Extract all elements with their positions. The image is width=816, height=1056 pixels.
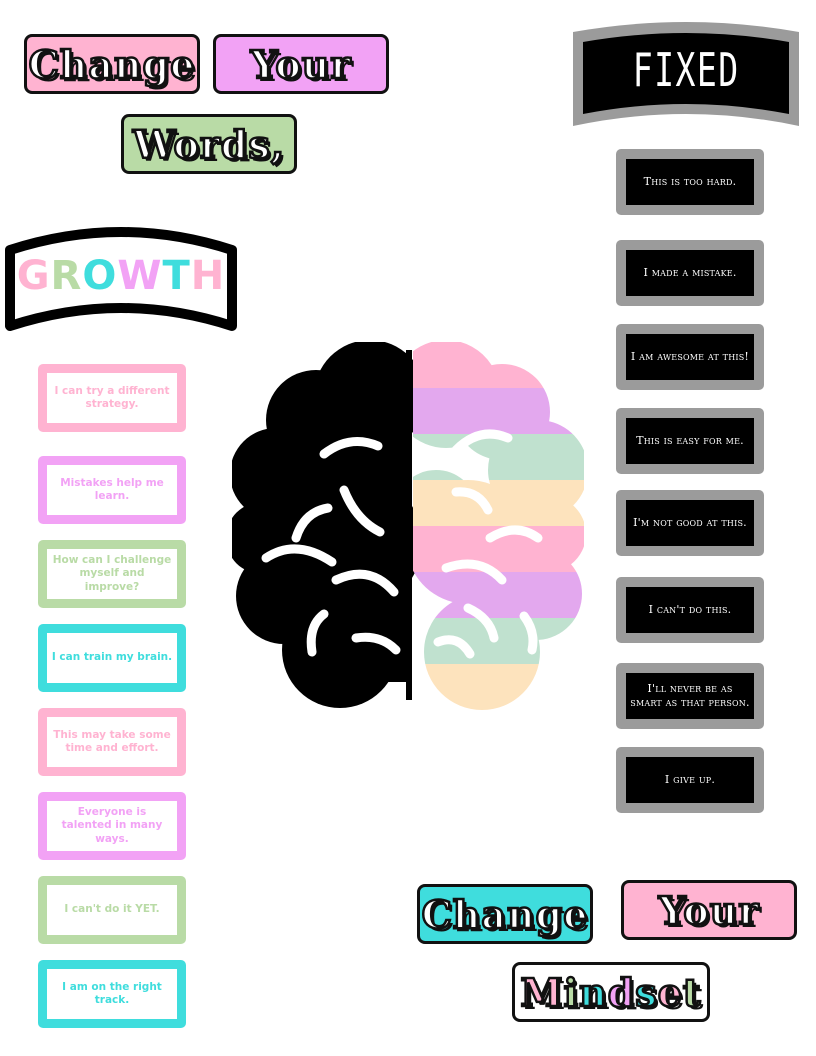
fixed-card-text: This is too hard.	[626, 159, 754, 205]
title-word-your: Your	[213, 34, 389, 94]
fixed-card: I made a mistake.	[616, 240, 764, 306]
fixed-card-text: I'll never be as smart as that person.	[626, 673, 754, 719]
fixed-card-text: I made a mistake.	[626, 250, 754, 296]
growth-card: I can't do it YET.	[38, 876, 186, 944]
title-word-words: Words,	[121, 114, 297, 174]
fixed-heading: FIXED	[632, 43, 740, 97]
growth-card: How can I challenge myself and improve?	[38, 540, 186, 608]
fixed-card: I'm not good at this.	[616, 490, 764, 556]
growth-banner-frame	[5, 227, 237, 331]
fixed-card-text: I can't do this.	[626, 587, 754, 633]
heading-letter: W	[117, 253, 163, 299]
growth-card-text: Everyone is talented in many ways.	[47, 801, 177, 851]
title-word-mindset: Mindset	[512, 962, 710, 1022]
title-word-your-bottom: Your	[621, 880, 797, 940]
fixed-banner: FIXED	[567, 18, 805, 130]
growth-card: Everyone is talented in many ways.	[38, 792, 186, 860]
fixed-card: This is too hard.	[616, 149, 764, 215]
growth-card: This may take some time and effort.	[38, 708, 186, 776]
heading-letter: t	[682, 968, 702, 1016]
heading-letter: n	[578, 968, 608, 1016]
heading-letter: i	[562, 968, 580, 1016]
heading-letter: R	[50, 253, 83, 299]
heading-letter: d	[606, 968, 636, 1016]
growth-card-text: This may take some time and effort.	[47, 717, 177, 767]
growth-card: I can train my brain.	[38, 624, 186, 692]
growth-card: I am on the right track.	[38, 960, 186, 1028]
fixed-banner-frame	[573, 22, 799, 126]
title-word-change: Change	[24, 34, 200, 94]
heading-letter: O	[82, 253, 118, 299]
fixed-card-text: I am awesome at this!	[626, 334, 754, 380]
growth-card-text: I can train my brain.	[47, 633, 177, 683]
heading-letter: M	[519, 968, 564, 1016]
growth-card-text: Mistakes help me learn.	[47, 465, 177, 515]
heading-letter: s	[634, 968, 658, 1016]
fixed-card: I give up.	[616, 747, 764, 813]
brain-illustration	[226, 340, 584, 710]
title-word-change-bottom: Change	[417, 884, 593, 944]
fixed-card: This is easy for me.	[616, 408, 764, 474]
heading-letter: T	[162, 253, 191, 299]
brain-icon	[226, 340, 584, 710]
heading-letter: G	[16, 253, 51, 299]
growth-card-text: How can I challenge myself and improve?	[47, 549, 177, 599]
fixed-card-text: This is easy for me.	[626, 418, 754, 464]
growth-card-text: I can try a different strategy.	[47, 373, 177, 423]
fixed-card-text: I give up.	[626, 757, 754, 803]
fixed-card: I can't do this.	[616, 577, 764, 643]
growth-card: I can try a different strategy.	[38, 364, 186, 432]
growth-card: Mistakes help me learn.	[38, 456, 186, 524]
fixed-card: I'll never be as smart as that person.	[616, 663, 764, 729]
heading-letter: e	[656, 968, 683, 1016]
growth-banner: GROWTH	[2, 222, 240, 334]
growth-card-text: I am on the right track.	[47, 969, 177, 1019]
fixed-card-text: I'm not good at this.	[626, 500, 754, 546]
growth-card-text: I can't do it YET.	[47, 885, 177, 935]
fixed-card: I am awesome at this!	[616, 324, 764, 390]
growth-heading: GROWTH	[17, 253, 226, 299]
heading-letter: H	[190, 253, 226, 299]
